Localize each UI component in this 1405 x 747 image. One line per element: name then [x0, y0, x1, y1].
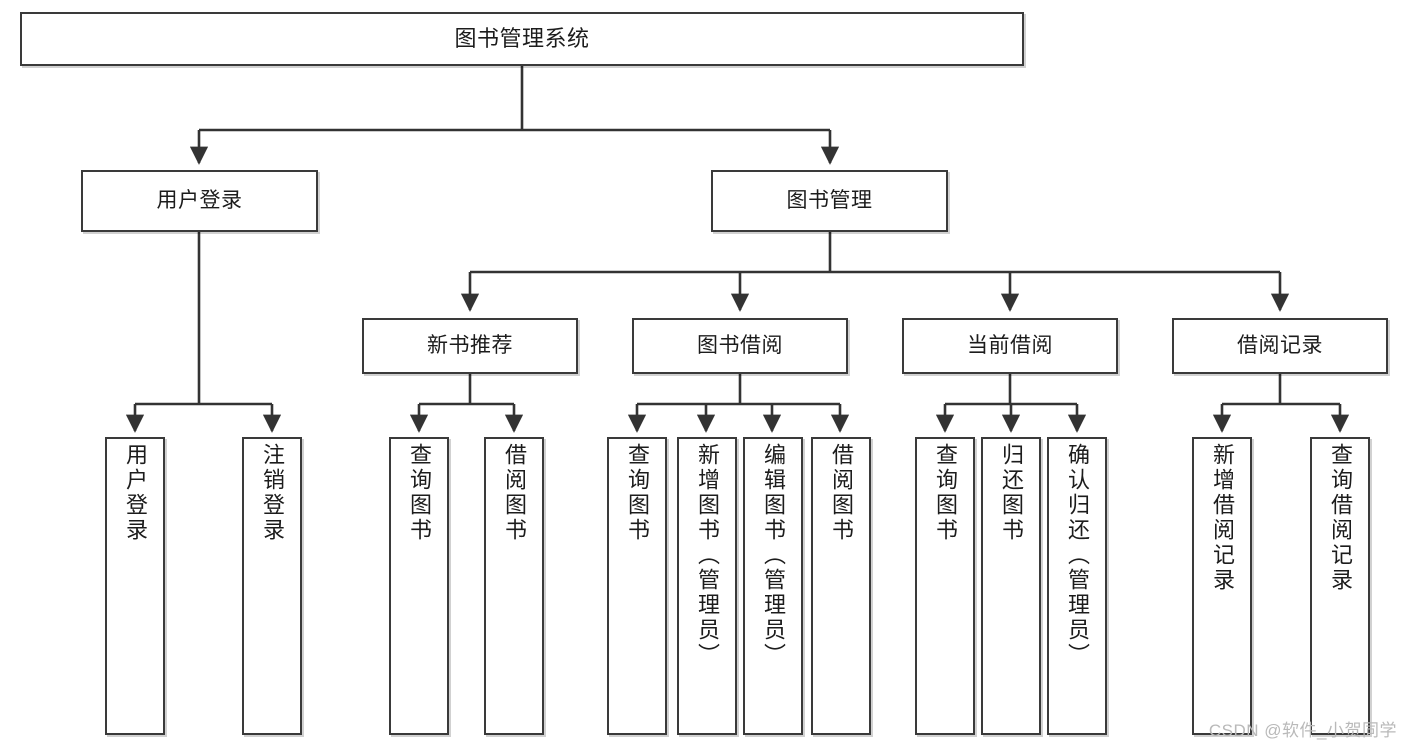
node-user-login[interactable]: 用户登录 [81, 170, 318, 232]
node-leaf-query-book-1[interactable]: 查询图书 [389, 437, 449, 735]
node-leaf-query-book-1-label: 查询图书 [407, 443, 432, 543]
node-leaf-return-book[interactable]: 归还图书 [981, 437, 1041, 735]
node-borrow-record-label: 借阅记录 [1237, 333, 1323, 357]
node-current-borrow[interactable]: 当前借阅 [902, 318, 1118, 374]
node-leaf-user-login[interactable]: 用户登录 [105, 437, 165, 735]
node-leaf-borrow-book-1[interactable]: 借阅图书 [484, 437, 544, 735]
node-book-borrow-label: 图书借阅 [697, 333, 783, 357]
node-leaf-user-login-label: 用户登录 [123, 443, 148, 543]
node-new-book-recommend-label: 新书推荐 [427, 333, 513, 357]
node-new-book-recommend[interactable]: 新书推荐 [362, 318, 578, 374]
node-leaf-confirm-return-label: 确认归还（管理员） [1065, 443, 1090, 668]
node-leaf-query-record[interactable]: 查询借阅记录 [1310, 437, 1370, 735]
node-leaf-add-book-label: 新增图书（管理员） [695, 443, 720, 668]
node-leaf-add-record-label: 新增借阅记录 [1210, 443, 1235, 593]
node-book-manage[interactable]: 图书管理 [711, 170, 948, 232]
node-book-borrow[interactable]: 图书借阅 [632, 318, 848, 374]
node-leaf-edit-book[interactable]: 编辑图书（管理员） [743, 437, 803, 735]
node-book-manage-label: 图书管理 [786, 188, 873, 212]
node-leaf-logout-login-label: 注销登录 [260, 443, 285, 543]
node-leaf-edit-book-label: 编辑图书（管理员） [761, 443, 786, 668]
node-leaf-query-book-2[interactable]: 查询图书 [607, 437, 667, 735]
node-leaf-query-book-3[interactable]: 查询图书 [915, 437, 975, 735]
node-current-borrow-label: 当前借阅 [967, 333, 1053, 357]
node-leaf-return-book-label: 归还图书 [999, 443, 1024, 543]
node-leaf-add-record[interactable]: 新增借阅记录 [1192, 437, 1252, 735]
node-root-label: 图书管理系统 [454, 25, 590, 51]
node-leaf-logout-login[interactable]: 注销登录 [242, 437, 302, 735]
node-leaf-add-book[interactable]: 新增图书（管理员） [677, 437, 737, 735]
node-user-login-label: 用户登录 [156, 188, 243, 212]
node-borrow-record[interactable]: 借阅记录 [1172, 318, 1388, 374]
node-leaf-query-record-label: 查询借阅记录 [1328, 443, 1353, 593]
node-leaf-borrow-book-1-label: 借阅图书 [502, 443, 527, 543]
node-root[interactable]: 图书管理系统 [20, 12, 1024, 66]
csdn-watermark: CSDN @软件_小贺同学 [1208, 721, 1397, 740]
node-leaf-query-book-2-label: 查询图书 [625, 443, 650, 543]
node-leaf-query-book-3-label: 查询图书 [933, 443, 958, 543]
node-leaf-borrow-book-2-label: 借阅图书 [829, 443, 854, 543]
node-leaf-borrow-book-2[interactable]: 借阅图书 [811, 437, 871, 735]
node-leaf-confirm-return[interactable]: 确认归还（管理员） [1047, 437, 1107, 735]
